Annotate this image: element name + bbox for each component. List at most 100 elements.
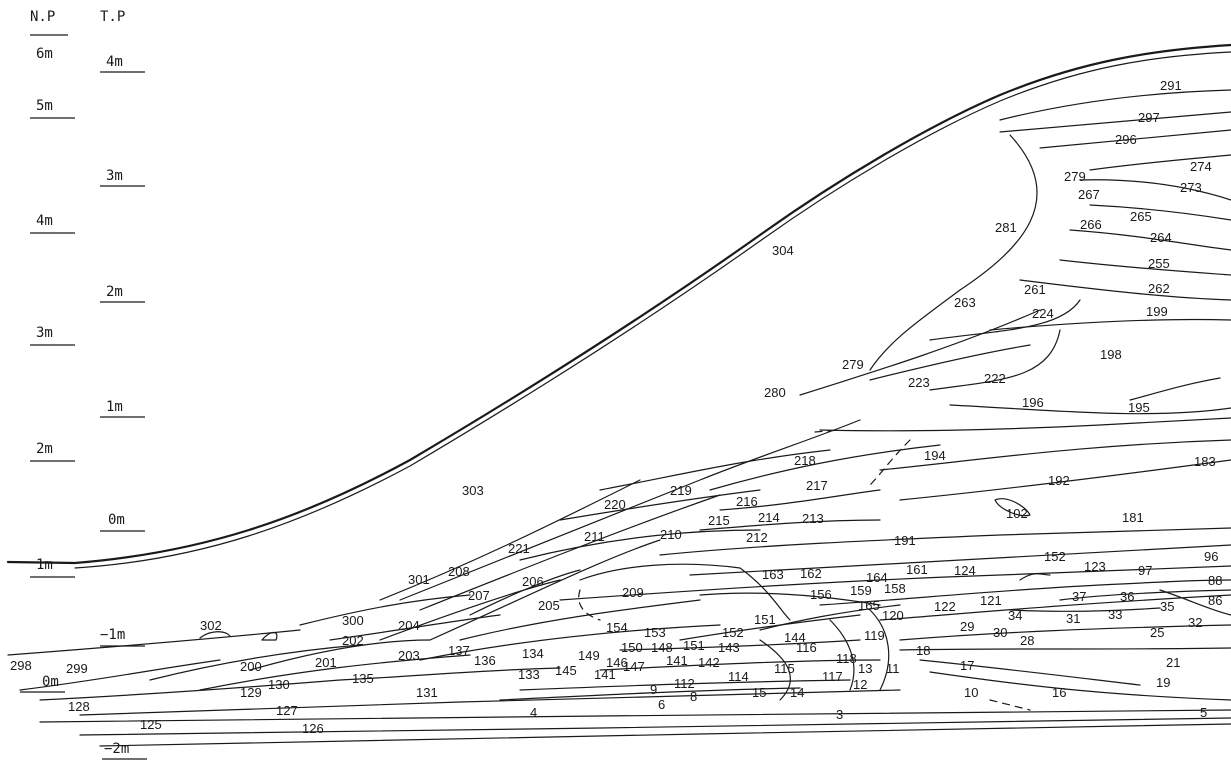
layer-label: 31	[1066, 611, 1080, 626]
layer-label: 274	[1190, 159, 1212, 174]
layer-label: 4	[530, 705, 537, 720]
layer-label: 10	[964, 685, 978, 700]
layer-label: 218	[794, 453, 816, 468]
layer-label: 297	[1138, 110, 1160, 125]
layer-label: 3	[836, 707, 843, 722]
layer-label: 162	[800, 566, 822, 581]
layer-label: 151	[754, 612, 776, 627]
layer-label: 129	[240, 685, 262, 700]
layer-label: 198	[1100, 347, 1122, 362]
layer-label: 6	[658, 697, 665, 712]
layer-label: 194	[924, 448, 946, 463]
layer-label: 215	[708, 513, 730, 528]
layer-label: 123	[1084, 559, 1106, 574]
tp-scale-header: T.P	[100, 9, 125, 25]
layer-label: 181	[1122, 510, 1144, 525]
layer-label: 199	[1146, 304, 1168, 319]
layer-label: 280	[764, 385, 786, 400]
layer-label: 114	[728, 669, 749, 684]
layer-label: 298	[10, 658, 32, 673]
layer-label: 301	[408, 572, 430, 587]
layer-label: 117	[822, 669, 843, 684]
layer-label: 163	[762, 567, 784, 582]
layer-label: 266	[1080, 217, 1102, 232]
layer-label: 133	[518, 667, 540, 682]
layer-label: 210	[660, 527, 682, 542]
layer-label: 36	[1120, 589, 1134, 604]
ground-surface-line	[6, 43, 1231, 565]
layer-label: 102	[1006, 506, 1028, 521]
layer-label: 125	[140, 717, 162, 732]
layer-label: 124	[954, 563, 976, 578]
layer-label: 223	[908, 375, 930, 390]
layer-label: 8	[690, 689, 697, 704]
layer-label: 141	[666, 653, 688, 668]
layer-label: 28	[1020, 633, 1034, 648]
layer-label: 291	[1160, 78, 1182, 93]
layer-label: 141	[594, 667, 616, 682]
np-tick-label: 0m	[42, 674, 59, 690]
layer-label: 148	[651, 640, 673, 655]
layer-label: 183	[1194, 454, 1216, 469]
layer-boundaries	[6, 43, 1231, 747]
layer-label: 265	[1130, 209, 1152, 224]
layer-label: 96	[1204, 549, 1218, 564]
layer-label: 206	[522, 574, 544, 589]
layer-label: 217	[806, 478, 828, 493]
np-tick-label: 1m	[36, 557, 53, 573]
layer-label: 154	[606, 620, 628, 635]
layer-label: 279	[842, 357, 864, 372]
layer-label: 149	[578, 648, 600, 663]
layer-label: 300	[342, 613, 364, 628]
layer-label: 143	[718, 640, 740, 655]
layer-label: 200	[240, 659, 262, 674]
tp-tick-label: 1m	[106, 399, 123, 415]
layer-label: 263	[954, 295, 976, 310]
layer-label: 147	[623, 659, 645, 674]
layer-label: 118	[836, 651, 857, 666]
layer-label: 202	[342, 633, 364, 648]
layer-label: 121	[980, 593, 1002, 608]
layer-label: 296	[1115, 132, 1137, 147]
layer-label: 86	[1208, 593, 1222, 608]
layer-label: 211	[584, 529, 605, 544]
layer-label: 122	[934, 599, 956, 614]
layer-label: 261	[1024, 282, 1046, 297]
tp-tick-label: 2m	[106, 284, 123, 300]
np-tick-label: 2m	[36, 441, 53, 457]
layer-label: 136	[474, 653, 496, 668]
layer-label: 273	[1180, 180, 1202, 195]
layer-label: 142	[698, 655, 720, 670]
tp-tick-label: 3m	[106, 168, 123, 184]
layer-label: 33	[1108, 607, 1122, 622]
layer-label: 19	[1156, 675, 1170, 690]
elevation-scale: N.P T.P 6m 5m 4m 3m 2m 1m 0m 4m 3m 2m 1m…	[20, 9, 147, 760]
layer-label: 130	[268, 677, 290, 692]
layer-label: 204	[398, 618, 420, 633]
layer-label: 262	[1148, 281, 1170, 296]
layer-label: 151	[683, 638, 705, 653]
layer-label: 88	[1208, 573, 1222, 588]
layer-label: 135	[352, 671, 374, 686]
layer-label: 144	[784, 630, 806, 645]
layer-label: 16	[1052, 685, 1066, 700]
layer-label: 164	[866, 570, 888, 585]
layer-number-labels: 291 297 296 274 273 279 267 266 265 264 …	[10, 78, 1222, 736]
layer-label: 302	[200, 618, 222, 633]
layer-label: 32	[1188, 615, 1202, 630]
layer-label: 152	[722, 625, 744, 640]
np-tick-label: 4m	[36, 213, 53, 229]
surface-inner-line	[74, 51, 1231, 569]
layer-label: 267	[1078, 187, 1100, 202]
layer-label: 201	[315, 655, 337, 670]
layer-label: 34	[1008, 608, 1022, 623]
tp-tick-label: −2m	[104, 741, 129, 757]
layer-label: 127	[276, 703, 298, 718]
layer-label: 220	[604, 497, 626, 512]
layer-label: 216	[736, 494, 758, 509]
layer-label: 115	[774, 661, 795, 676]
layer-label: 159	[850, 583, 872, 598]
layer-label: 30	[993, 625, 1007, 640]
layer-label: 15	[752, 685, 766, 700]
layer-label: 264	[1150, 230, 1172, 245]
